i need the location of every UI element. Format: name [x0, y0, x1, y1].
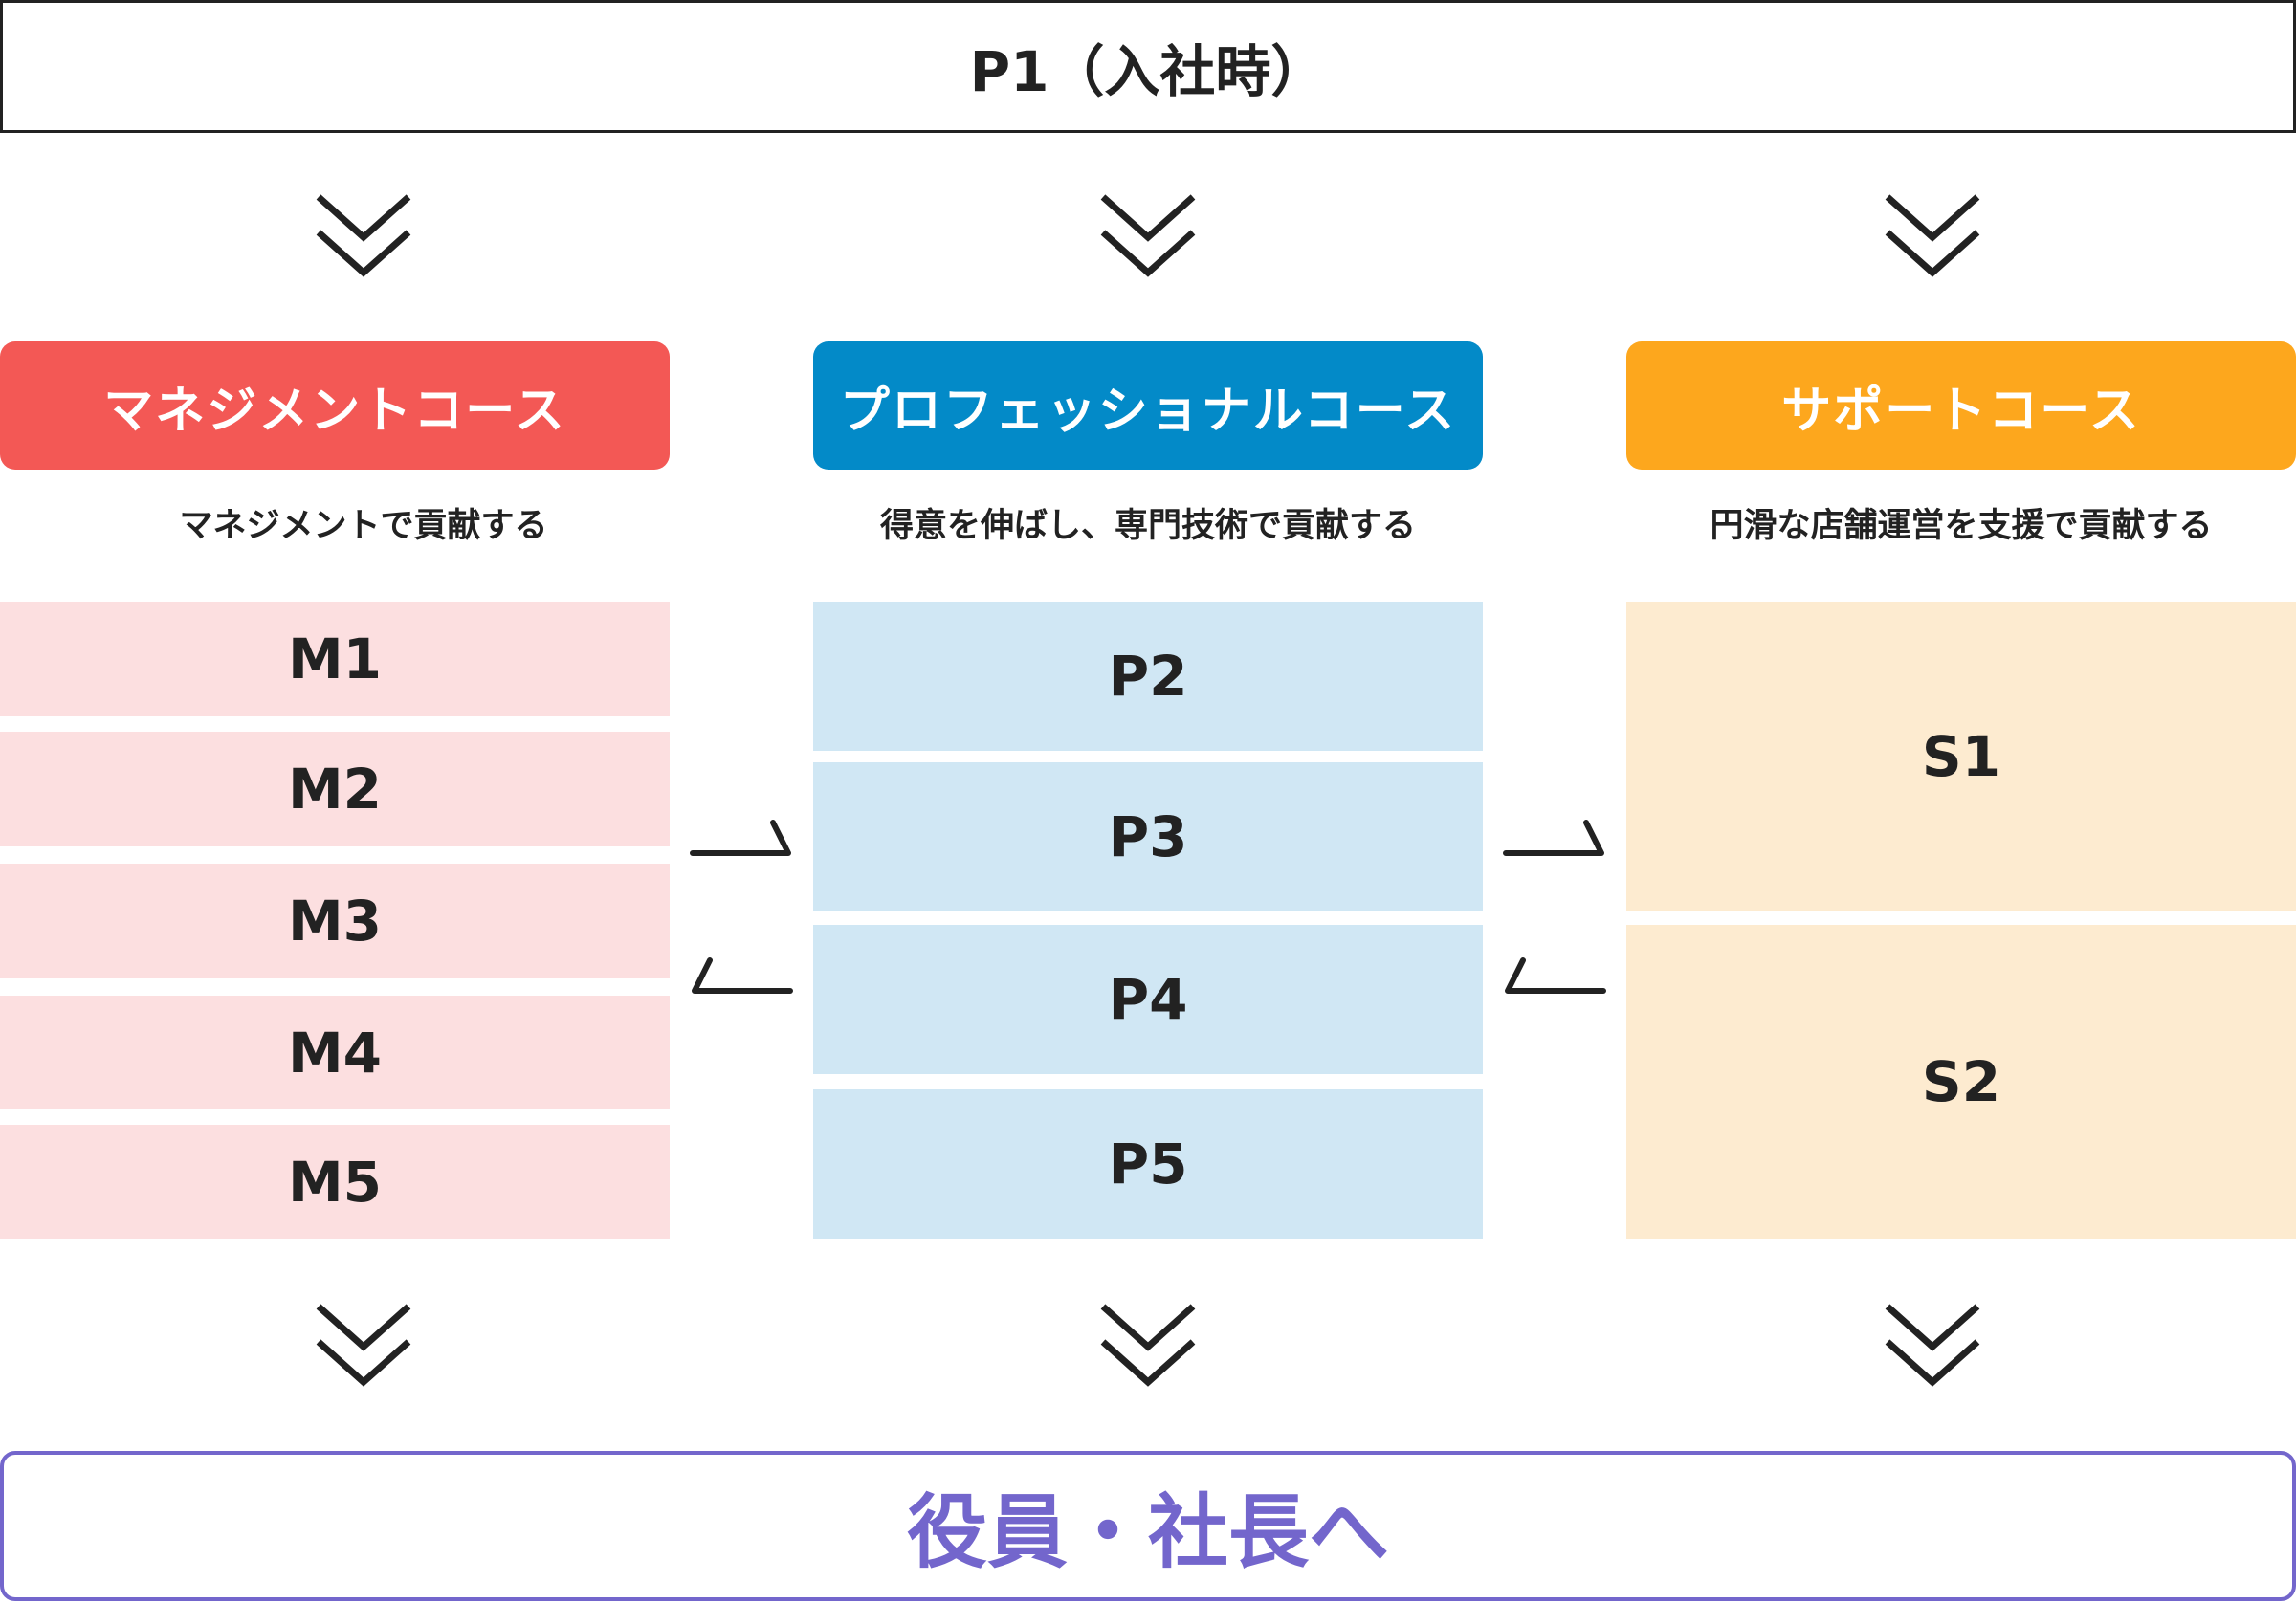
arrow-left-icon — [1505, 957, 1606, 994]
level-p3: P3 — [813, 762, 1483, 911]
start-stage-label: P1（入社時） — [969, 38, 1327, 104]
professional-course-subtitle: 得意を伸ばし、専門技術で貢献する — [879, 506, 1416, 545]
level-p2: P2 — [813, 602, 1483, 751]
goal-label: 役員・社長へ — [906, 1485, 1389, 1579]
level-m2: M2 — [0, 732, 670, 846]
level-m5: M5 — [0, 1125, 670, 1239]
level-p5: P5 — [813, 1089, 1483, 1239]
level-m1: M1 — [0, 602, 670, 716]
chevron-down-icon — [316, 194, 411, 277]
level-m3: M3 — [0, 864, 670, 978]
arrow-right-icon — [1503, 820, 1604, 856]
chevron-down-icon — [1885, 1304, 1980, 1387]
level-p4: P4 — [813, 925, 1483, 1074]
goal-box: 役員・社長へ — [0, 1451, 2296, 1601]
arrow-left-icon — [692, 957, 793, 994]
support-course-header: サポートコース — [1626, 341, 2296, 470]
chevron-down-icon — [1100, 194, 1196, 277]
management-course-header: マネジメントコース — [0, 341, 670, 470]
management-course-title: マネジメントコース — [103, 382, 566, 440]
management-course-subtitle: マネジメントで貢献する — [179, 506, 548, 545]
professional-course-title: プロフェッショナルコース — [839, 382, 1457, 440]
support-course-title: サポートコース — [1781, 382, 2141, 440]
chevron-down-icon — [316, 1304, 411, 1387]
start-stage-box: P1（入社時） — [0, 0, 2296, 133]
chevron-down-icon — [1885, 194, 1980, 277]
professional-course-header: プロフェッショナルコース — [813, 341, 1483, 470]
arrow-right-icon — [690, 820, 791, 856]
level-s1: S1 — [1626, 602, 2296, 911]
level-m4: M4 — [0, 996, 670, 1109]
chevron-down-icon — [1100, 1304, 1196, 1387]
support-course-subtitle: 円滑な店舗運営を支援で貢献する — [1710, 506, 2213, 545]
level-s2: S2 — [1626, 925, 2296, 1239]
